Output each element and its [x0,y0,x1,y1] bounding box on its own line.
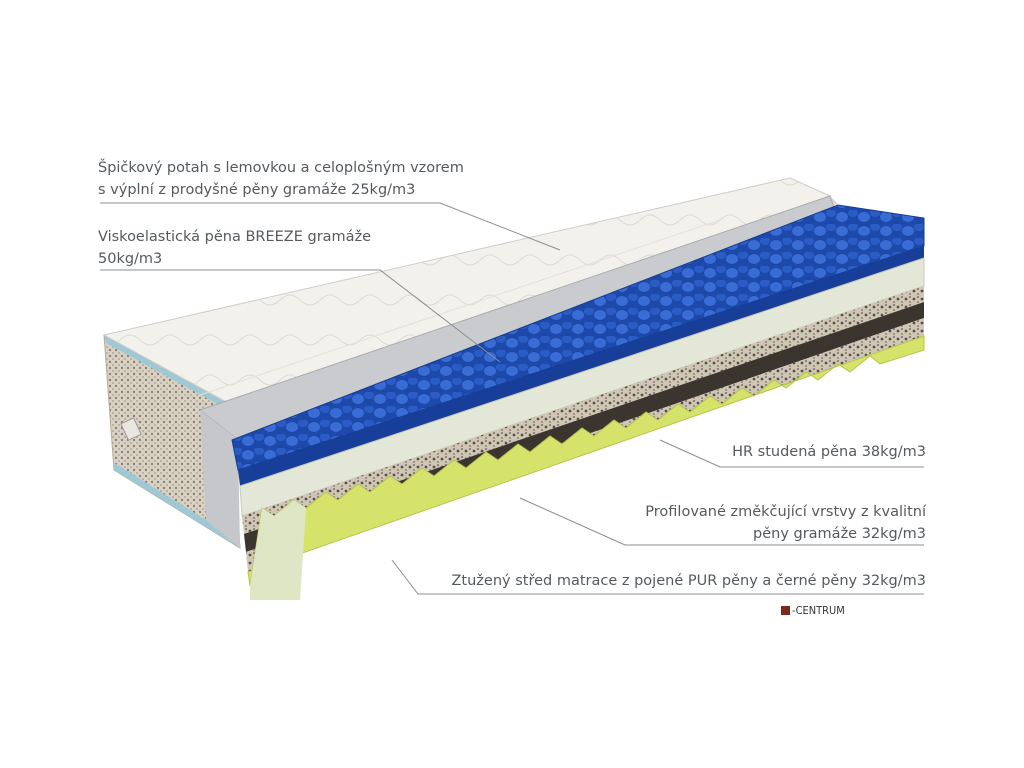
callout-cover-line1: Špičkový potah s lemovkou a celoplošným … [98,160,464,176]
logo-mark-icon [781,606,790,615]
callout-core-line1: Ztužený střed matrace z pojené PUR pěny … [451,573,927,589]
callout-hr: HR studená pěna 38kg/m3 [732,441,926,463]
brand-logo: -CENTRUM [781,604,845,617]
blue-visco-layer [231,204,925,486]
callout-cover-line2: s výplní z prodyšné pěny gramáže 25kg/m3 [98,182,416,198]
leader-cover [100,202,561,251]
callout-visco-line2: 50kg/m3 [98,251,163,267]
speckled-layer [242,286,924,534]
callout-core: Ztužený střed matrace z pojené PUR pěny … [452,570,927,592]
callout-visco: Viskoelastická pěna BREEZE gramáže 50kg/… [98,226,371,270]
leader-lines [100,202,924,595]
logo-text: -CENTRUM [792,604,845,617]
callout-visco-line1: Viskoelastická pěna BREEZE gramáže [98,229,372,245]
callout-profiled-line2: pěny gramáže 32kg/m3 [753,526,926,542]
leader-hr [659,439,924,468]
callout-profiled-line1: Profilované změkčující vrstvy z kvalitní [645,504,926,520]
leader-core [391,559,924,595]
callout-hr-line1: HR studená pěna 38kg/m3 [732,444,926,460]
green-base-layer [247,335,925,600]
callout-cover: Špičkový potah s lemovkou a celoplošným … [98,157,464,201]
callout-profiled: Profilované změkčující vrstvy z kvalitní… [645,501,926,545]
leader-visco [100,269,501,363]
leader-profiled [519,497,924,546]
